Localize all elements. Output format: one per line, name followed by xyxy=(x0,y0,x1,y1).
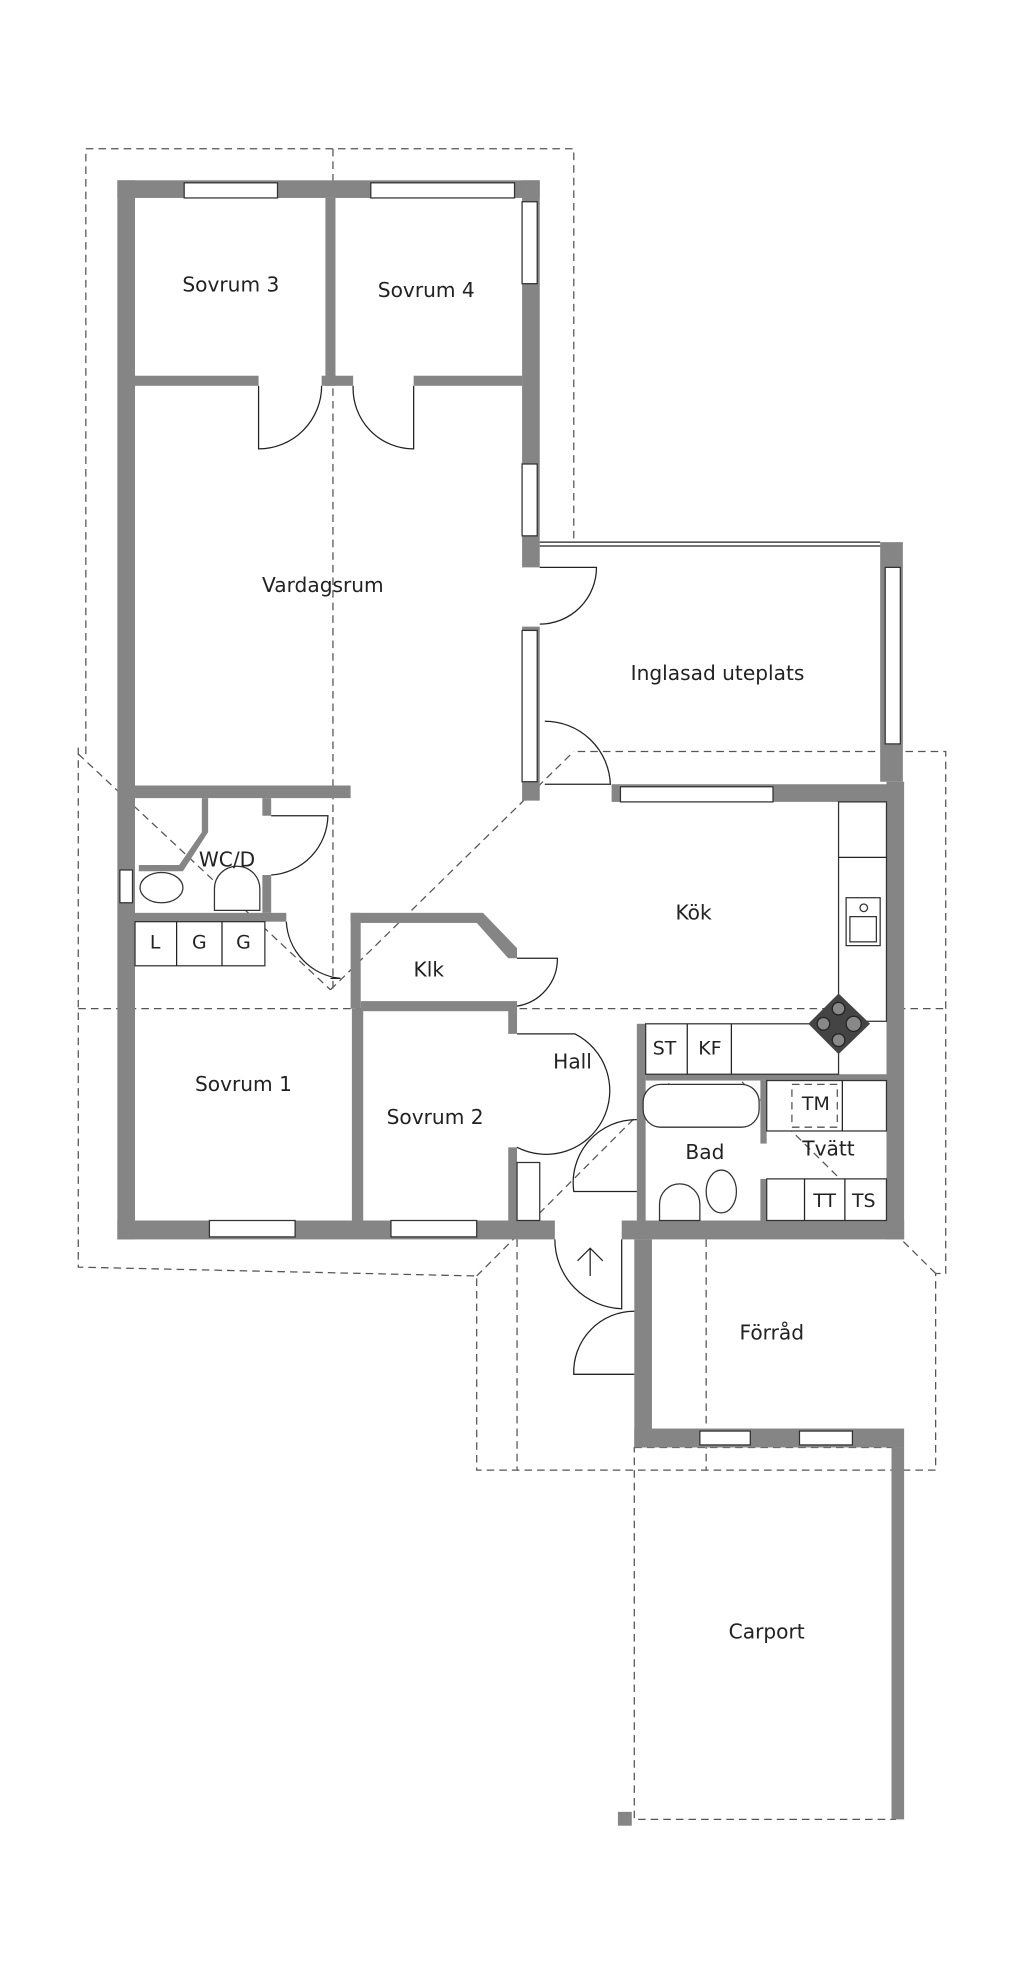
room-labels: Sovrum 3 Sovrum 4 Vardagsrum Inglasad ut… xyxy=(150,273,876,1644)
fixture-label-tt: TT xyxy=(812,1190,836,1212)
roof-outline xyxy=(77,148,947,1826)
bathtub-icon xyxy=(642,1083,760,1128)
toilet-icon xyxy=(139,871,184,904)
room-label-sovrum1: Sovrum 1 xyxy=(195,1072,292,1096)
fixture-label-g2: G xyxy=(236,932,251,954)
room-label-sovrum3: Sovrum 3 xyxy=(182,273,279,297)
room-label-klk: Klk xyxy=(414,957,445,981)
room-label-kok: Kök xyxy=(675,901,712,925)
fixture-label-st: ST xyxy=(653,1038,677,1060)
entrance-arrow-icon xyxy=(577,1247,604,1276)
room-label-uteplats: Inglasad uteplats xyxy=(631,661,805,685)
room-label-sovrum2: Sovrum 2 xyxy=(387,1105,484,1129)
fixture-label-g1: G xyxy=(192,932,207,954)
fixture-label-l: L xyxy=(150,932,161,954)
fixtures xyxy=(134,801,888,1222)
sink-icon xyxy=(213,865,261,911)
room-label-wcd: WC/D xyxy=(199,848,255,872)
room-label-bad: Bad xyxy=(685,1140,724,1164)
stove-icon xyxy=(808,993,871,1055)
room-label-vardagsrum: Vardagsrum xyxy=(262,573,384,597)
room-label-hall: Hall xyxy=(553,1049,592,1073)
fixture-label-tm: TM xyxy=(801,1093,830,1115)
fixture-label-ts: TS xyxy=(851,1190,876,1212)
bath-toilet-icon xyxy=(705,1169,738,1214)
fixture-label-kf: KF xyxy=(698,1038,721,1060)
room-label-forrad: Förråd xyxy=(739,1320,804,1344)
windows xyxy=(119,182,901,1446)
bath-sink-icon xyxy=(658,1183,701,1222)
room-label-tvatt: Tvätt xyxy=(801,1136,854,1160)
room-label-sovrum4: Sovrum 4 xyxy=(378,278,475,302)
doors xyxy=(257,385,637,1375)
room-label-carport: Carport xyxy=(729,1619,805,1643)
walls xyxy=(117,180,905,1820)
